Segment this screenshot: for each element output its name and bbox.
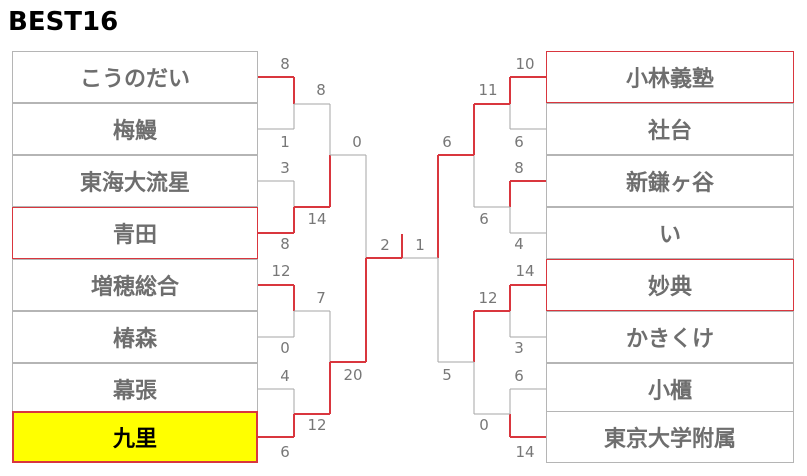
score-left-r1-m3-bottom: 0 — [280, 339, 290, 357]
team-right-6[interactable]: かきくけ — [546, 311, 794, 363]
team-right-1[interactable]: 小林義塾 — [546, 51, 794, 103]
team-right-2[interactable]: 社台 — [546, 103, 794, 155]
score-right-r1-m2-top: 8 — [514, 159, 524, 177]
team-right-8[interactable]: 東京大学附属 — [546, 411, 794, 463]
score-left-r1-m4-top: 4 — [280, 367, 290, 385]
score-left-r1-m4-bottom: 6 — [280, 443, 290, 461]
team-left-2[interactable]: 梅鰻 — [12, 103, 258, 155]
score-final-right: 1 — [415, 236, 425, 254]
score-final-left: 2 — [380, 236, 390, 254]
score-right-qf-m2-top: 12 — [478, 289, 498, 307]
score-left-qf-m2-bottom: 12 — [307, 416, 327, 434]
score-left-r1-m3-top: 12 — [271, 262, 291, 280]
team-left-1[interactable]: こうのだい — [12, 51, 258, 103]
score-right-r1-m1-bottom: 6 — [514, 133, 524, 151]
score-right-r1-m1-top: 10 — [515, 55, 535, 73]
team-right-7[interactable]: 小櫃 — [546, 363, 794, 415]
score-left-r1-m1-bottom: 1 — [280, 133, 290, 151]
team-left-6[interactable]: 椿森 — [12, 311, 258, 363]
score-left-qf-m1-top: 8 — [316, 81, 326, 99]
score-right-sf-bottom: 5 — [442, 366, 452, 384]
score-right-r1-m3-top: 14 — [515, 262, 535, 280]
score-right-r1-m4-bottom: 14 — [515, 443, 535, 461]
team-left-8[interactable]: 九里 — [12, 411, 258, 463]
team-right-3[interactable]: 新鎌ヶ谷 — [546, 155, 794, 207]
team-right-5[interactable]: 妙典 — [546, 259, 794, 311]
score-right-r1-m4-top: 6 — [514, 367, 524, 385]
score-left-sf-bottom: 20 — [343, 366, 363, 384]
score-left-qf-m2-top: 7 — [316, 289, 326, 307]
score-right-qf-m2-bottom: 0 — [479, 416, 489, 434]
team-left-7[interactable]: 幕張 — [12, 363, 258, 415]
team-left-5[interactable]: 増穂総合 — [12, 259, 258, 311]
score-left-r1-m1-top: 8 — [280, 55, 290, 73]
score-right-qf-m1-bottom: 6 — [479, 210, 489, 228]
score-left-qf-m1-bottom: 14 — [307, 210, 327, 228]
page-title: BEST16 — [8, 7, 119, 37]
team-left-4[interactable]: 青田 — [12, 207, 258, 259]
team-right-4[interactable]: い — [546, 207, 794, 259]
score-right-r1-m2-bottom: 4 — [514, 235, 524, 253]
score-right-qf-m1-top: 11 — [478, 81, 498, 99]
score-right-r1-m3-bottom: 3 — [514, 339, 524, 357]
score-left-r1-m2-top: 3 — [280, 159, 290, 177]
team-left-3[interactable]: 東海大流星 — [12, 155, 258, 207]
score-left-sf-top: 0 — [352, 133, 362, 151]
score-left-r1-m2-bottom: 8 — [280, 235, 290, 253]
score-right-sf-top: 6 — [442, 133, 452, 151]
